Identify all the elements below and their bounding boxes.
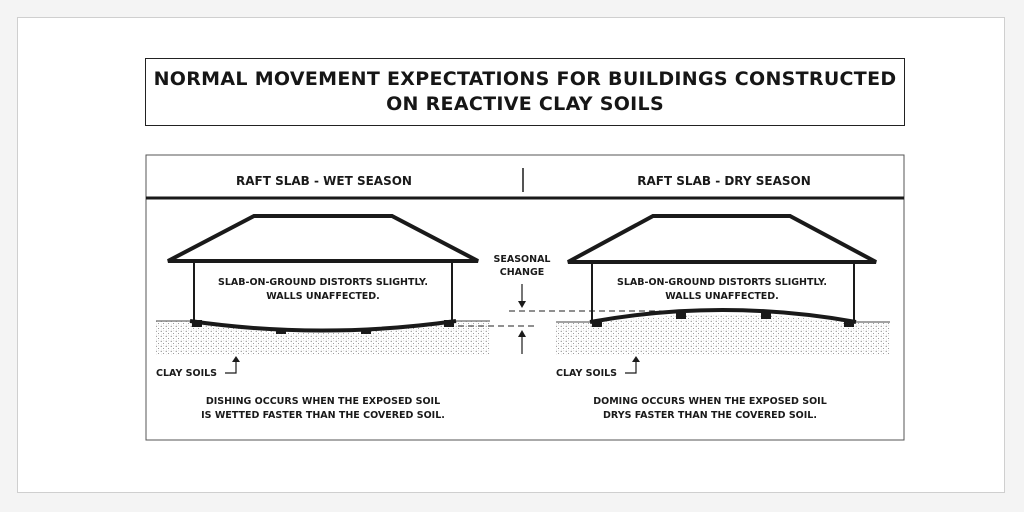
seasonal-change-up-arrowhead — [518, 330, 526, 337]
dry-footing — [844, 320, 854, 327]
wet-soil-pointer — [225, 360, 237, 374]
wet-caption-line-1: DISHING OCCURS WHEN THE EXPOSED SOIL — [206, 396, 440, 407]
wet-caption-line-2: IS WETTED FASTER THAN THE COVERED SOIL. — [201, 410, 445, 421]
seasonal-change-down-arrowhead — [518, 301, 526, 308]
wet-slab — [189, 319, 457, 333]
wet-roof — [167, 214, 479, 263]
dry-season-illustration — [556, 214, 890, 355]
title-line-1: NORMAL MOVEMENT EXPECTATIONS FOR BUILDIN… — [153, 68, 897, 90]
dry-slab — [589, 308, 857, 324]
dry-note-line-2: WALLS UNAFFECTED. — [665, 291, 779, 302]
seasonal-change-line-1: SEASONAL — [494, 254, 551, 265]
wet-note-line-2: WALLS UNAFFECTED. — [266, 291, 380, 302]
dry-season-heading: RAFT SLAB - DRY SEASON — [637, 174, 811, 188]
wet-soil-pointer-arrowhead — [232, 356, 240, 362]
dry-clay-soil — [556, 315, 890, 355]
dry-caption-line-2: DRYS FASTER THAN THE COVERED SOIL. — [603, 410, 817, 421]
wet-season-heading: RAFT SLAB - WET SEASON — [236, 174, 412, 188]
wet-clay-soil — [156, 321, 490, 355]
panel-box — [145, 154, 905, 441]
dry-footing — [592, 320, 602, 327]
seasonal-change-line-2: CHANGE — [500, 267, 545, 278]
dry-soil-pointer — [625, 360, 637, 374]
dry-roof — [567, 214, 877, 264]
title-line-2: ON REACTIVE CLAY SOILS — [386, 93, 664, 115]
dry-clay-soils-label: CLAY SOILS — [556, 368, 617, 379]
dry-soil-pointer-arrowhead — [632, 356, 640, 362]
wet-footing — [444, 320, 454, 327]
wet-footing — [192, 320, 202, 327]
dry-caption-line-1: DOMING OCCURS WHEN THE EXPOSED SOIL — [593, 396, 827, 407]
dry-note-line-1: SLAB-ON-GROUND DISTORTS SLIGHTLY. — [617, 277, 827, 288]
wet-footing — [276, 328, 286, 334]
wet-footing — [361, 328, 371, 334]
wet-note-line-1: SLAB-ON-GROUND DISTORTS SLIGHTLY. — [218, 277, 428, 288]
wet-clay-soils-label: CLAY SOILS — [156, 368, 217, 379]
dry-footing — [761, 313, 771, 319]
title-box: NORMAL MOVEMENT EXPECTATIONS FOR BUILDIN… — [145, 58, 905, 126]
wet-season-illustration — [156, 214, 490, 355]
dry-footing — [676, 313, 686, 319]
